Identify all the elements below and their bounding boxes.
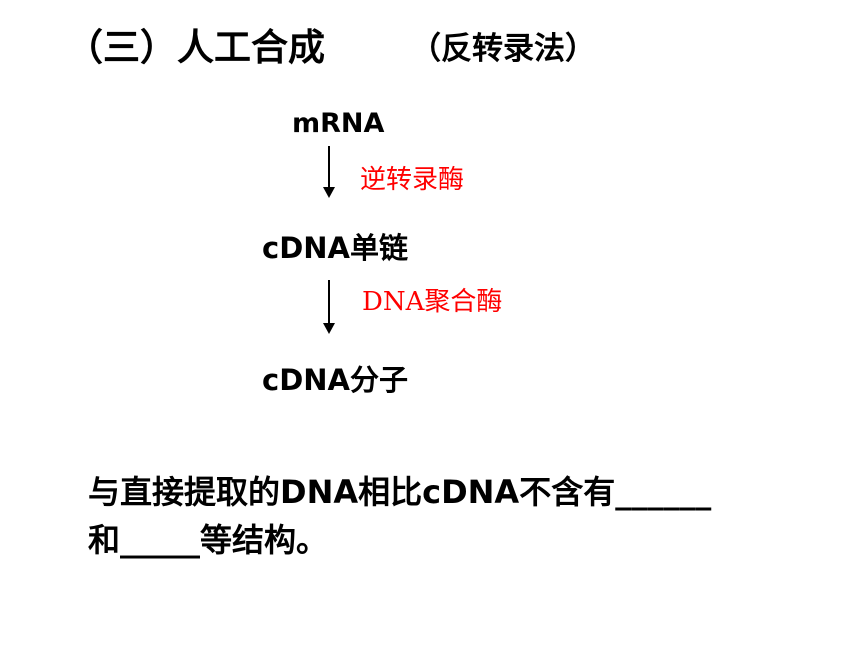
flow-cdna-single-strand: cDNA单链	[262, 231, 408, 265]
slide-subtitle: （反转录法）	[410, 31, 596, 67]
question-line-1: 与直接提取的DNA相比cDNA不含有______	[88, 473, 712, 511]
flow-cdna-molecule: cDNA分子	[262, 363, 408, 397]
slide-title: （三）人工合成	[66, 26, 325, 69]
question-line-2: 和_____等结构。	[88, 521, 329, 559]
enzyme-reverse-transcriptase: 逆转录酶	[360, 165, 465, 195]
down-arrow-icon	[322, 146, 336, 198]
down-arrow-icon	[322, 280, 336, 334]
question-text: 与直接提取的DNA相比cDNA不含有______ 和_____等结构。	[88, 468, 788, 564]
enzyme-dna-polymerase: DNA聚合酶	[362, 287, 503, 317]
flow-mrna: mRNA	[292, 108, 385, 139]
